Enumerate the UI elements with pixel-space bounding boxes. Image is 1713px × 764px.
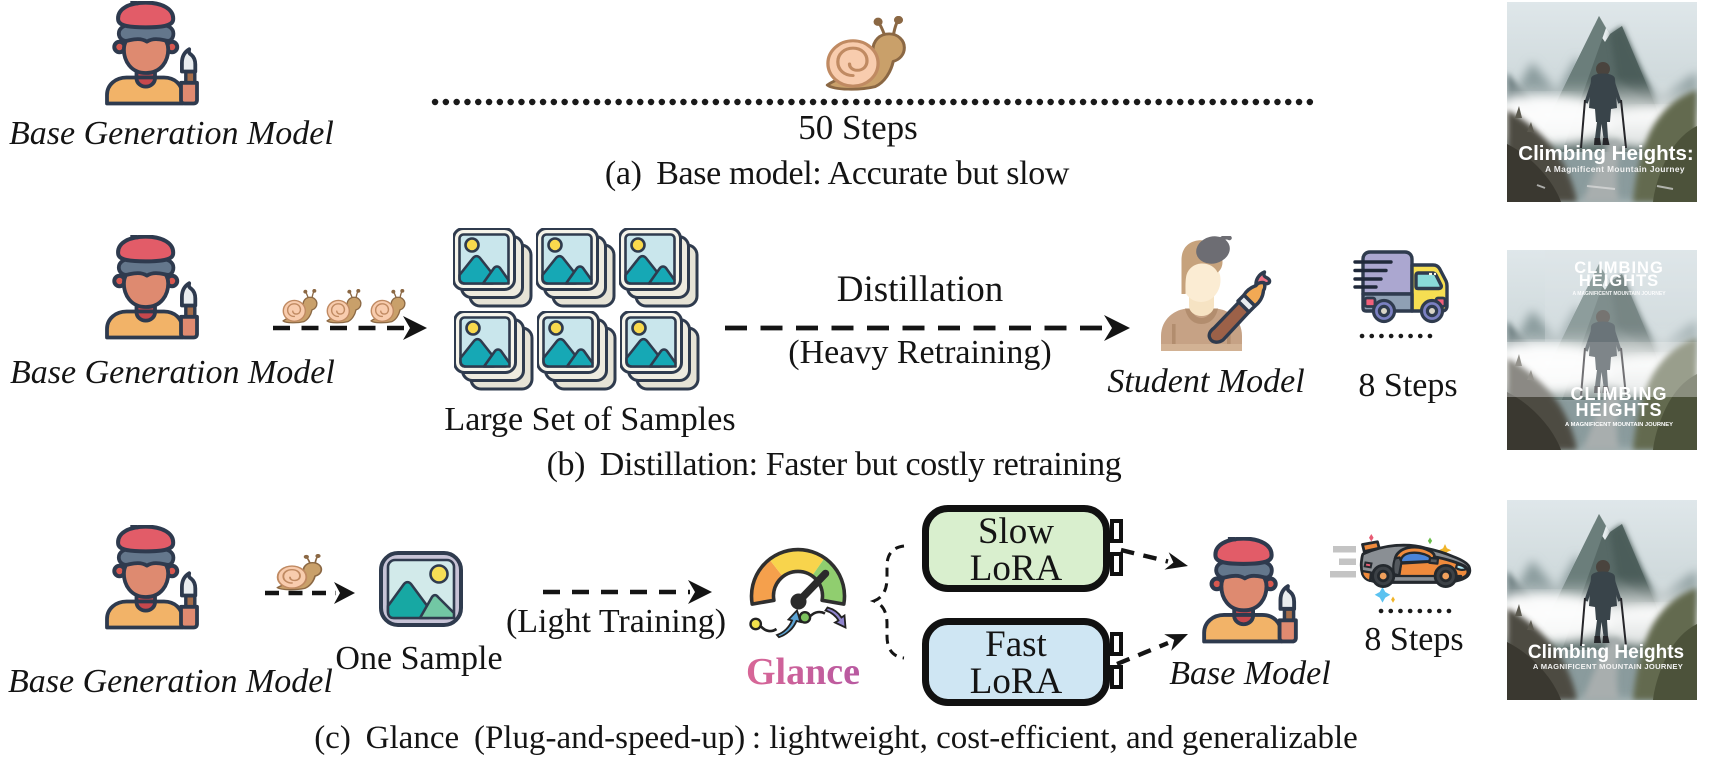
svg-text:HEIGHTS: HEIGHTS (1579, 272, 1659, 290)
svg-text:A MAGNIFICENT MOUNTAIN JOURNEY: A MAGNIFICENT MOUNTAIN JOURNEY (1572, 291, 1666, 297)
svg-text:A MAGNIFICENT MOUNTAIN JOURNEY: A MAGNIFICENT MOUNTAIN JOURNEY (1565, 422, 1673, 428)
svg-text:CLIMBING: CLIMBING (1571, 384, 1668, 404)
svg-text:CLIMBING: CLIMBING (1574, 259, 1664, 277)
svg-text:Climbing Heights: Climbing Heights (1528, 642, 1684, 663)
svg-text:Climbing Heights:: Climbing Heights: (1518, 142, 1693, 165)
svg-text:HEIGHTS: HEIGHTS (1575, 400, 1662, 420)
svg-text:A Magnificent Mountain Journey: A Magnificent Mountain Journey (1545, 164, 1685, 174)
svg-text:A MAGNIFICENT MOUNTAIN JOURNEY: A MAGNIFICENT MOUNTAIN JOURNEY (1533, 662, 1683, 671)
